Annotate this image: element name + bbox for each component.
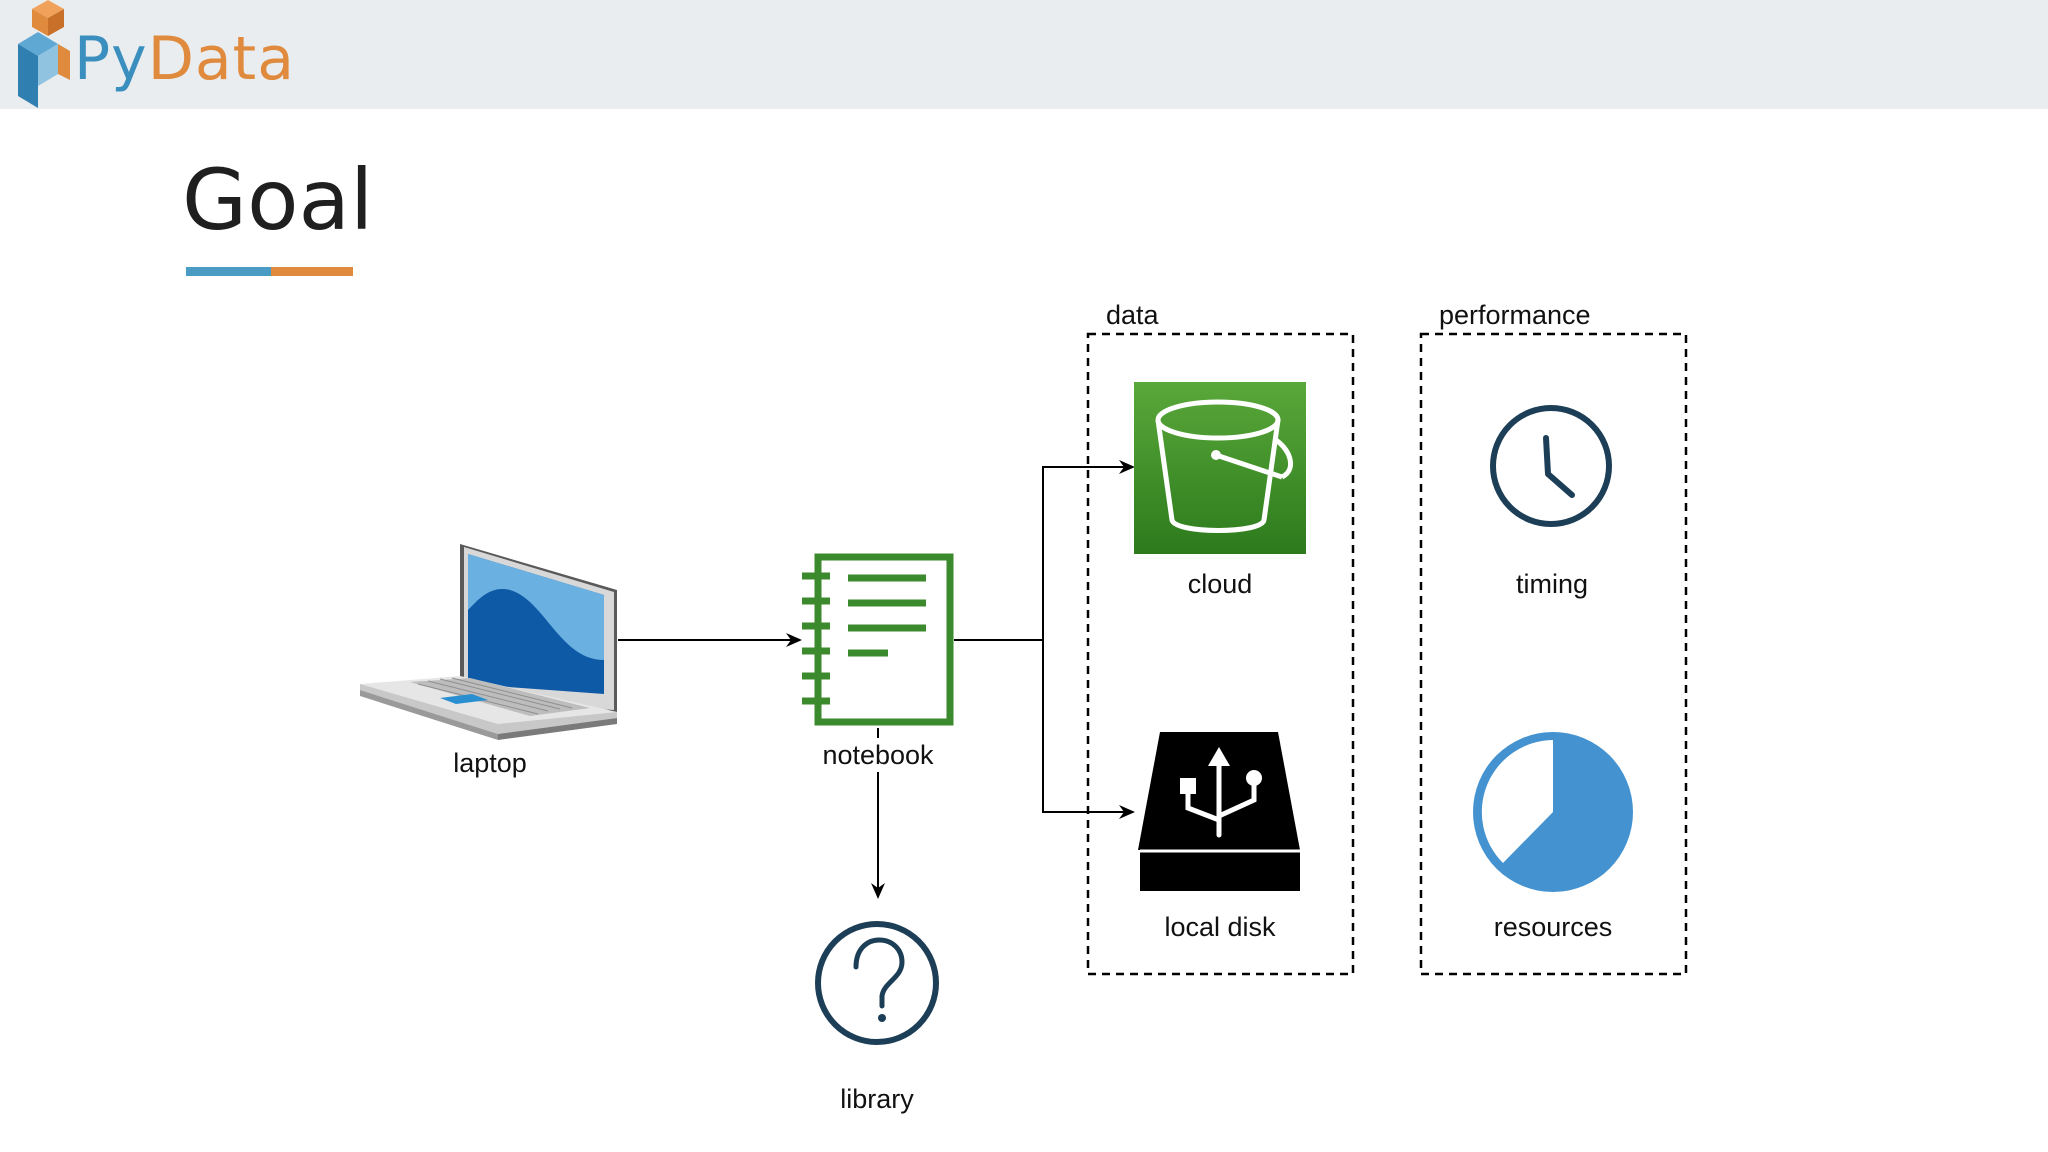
timing-label: timing [1515,569,1589,599]
laptop-icon [360,544,617,740]
data-group-title: data [1106,300,1159,330]
performance-group-title: performance [1439,300,1591,330]
data-group-box [1086,332,1355,976]
performance-group-box [1419,332,1688,976]
brand-py-text: Py [74,24,148,94]
edge-notebook-local-disk [1042,640,1135,819]
library-label: library [838,1082,916,1116]
header-bar: PyData [0,0,2048,109]
clock-icon [1490,405,1612,527]
pie-chart-icon [1473,732,1633,892]
title-underline [186,267,353,276]
page-title: Goal [182,151,374,249]
edge-notebook-cloud [954,460,1135,641]
brand-data-text: Data [147,24,295,94]
resources-label: resources [1493,912,1613,942]
usb-drive-icon [1138,732,1300,891]
question-circle-icon [815,921,939,1045]
laptop-label: laptop [453,748,527,778]
local-disk-label: local disk [1162,910,1278,944]
brand-wordmark: PyData [74,24,295,94]
pydata-cube-icon [18,0,70,108]
notebook-icon [802,553,954,726]
notebook-label: notebook [820,738,936,772]
cloud-label: cloud [1187,569,1253,599]
bucket-icon [1134,382,1306,554]
